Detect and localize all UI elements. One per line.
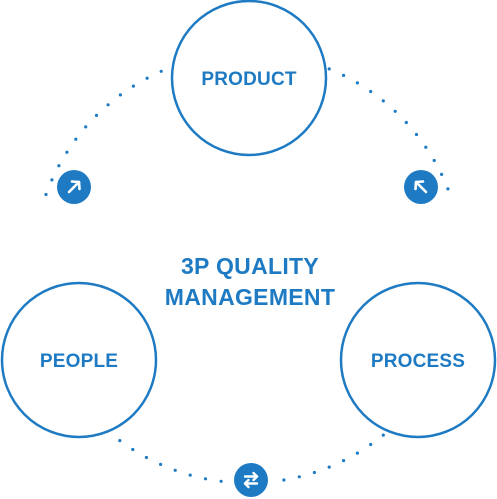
center-title-line1: 3P QUALITY [181,253,319,279]
arrow-up-right-icon [57,170,91,204]
ring-dot [65,150,69,154]
node-process: PROCESS [339,281,497,439]
ring-dot [404,120,408,125]
ring-dot [369,89,373,94]
ring-dot [44,192,48,197]
ring-dot [145,76,149,80]
ring-dot [312,470,316,475]
ring-dot [342,73,346,77]
ring-dot [144,455,148,460]
node-product-label: PRODUCT [201,69,297,90]
ring-dot [327,67,331,71]
ring-dot [84,125,88,129]
node-people: PEOPLE [0,281,158,439]
ring-dot [381,433,385,437]
ring-dot [393,109,397,113]
ring-dot [446,187,450,191]
ring-dot [173,468,177,472]
node-people-label: PEOPLE [40,351,118,372]
ring-dot [219,479,223,483]
ring-dot [297,475,301,479]
node-product: PRODUCT [170,0,328,157]
ring-dot [118,439,122,443]
ring-dot [282,478,286,482]
arrow-up-left-icon [404,170,438,204]
ring-dot [342,459,346,463]
ring-dot [57,164,61,168]
ring-dot [432,158,436,163]
ring-dot [159,69,163,73]
ring-dot [327,465,331,469]
ring-dot [74,137,78,141]
ring-dot [369,442,373,447]
ring-dot [159,462,163,466]
ring-dot [106,103,110,107]
ring-dot [94,113,99,117]
ring-dot [440,172,444,176]
ring-dot [188,473,192,477]
node-process-label: PROCESS [371,351,465,372]
ring-dot [355,81,359,85]
ring-dot [131,447,135,452]
ring-dot [131,84,135,88]
ring-dot [414,132,419,137]
ring-dot [203,477,208,481]
ring-dot [381,99,385,103]
ring-dot [50,178,54,182]
swap-arrows-icon [234,463,268,497]
ring-dot [118,93,122,97]
ring-dot [424,145,428,149]
center-title-line2: MANAGEMENT [165,284,335,310]
ring-dot [355,451,359,455]
